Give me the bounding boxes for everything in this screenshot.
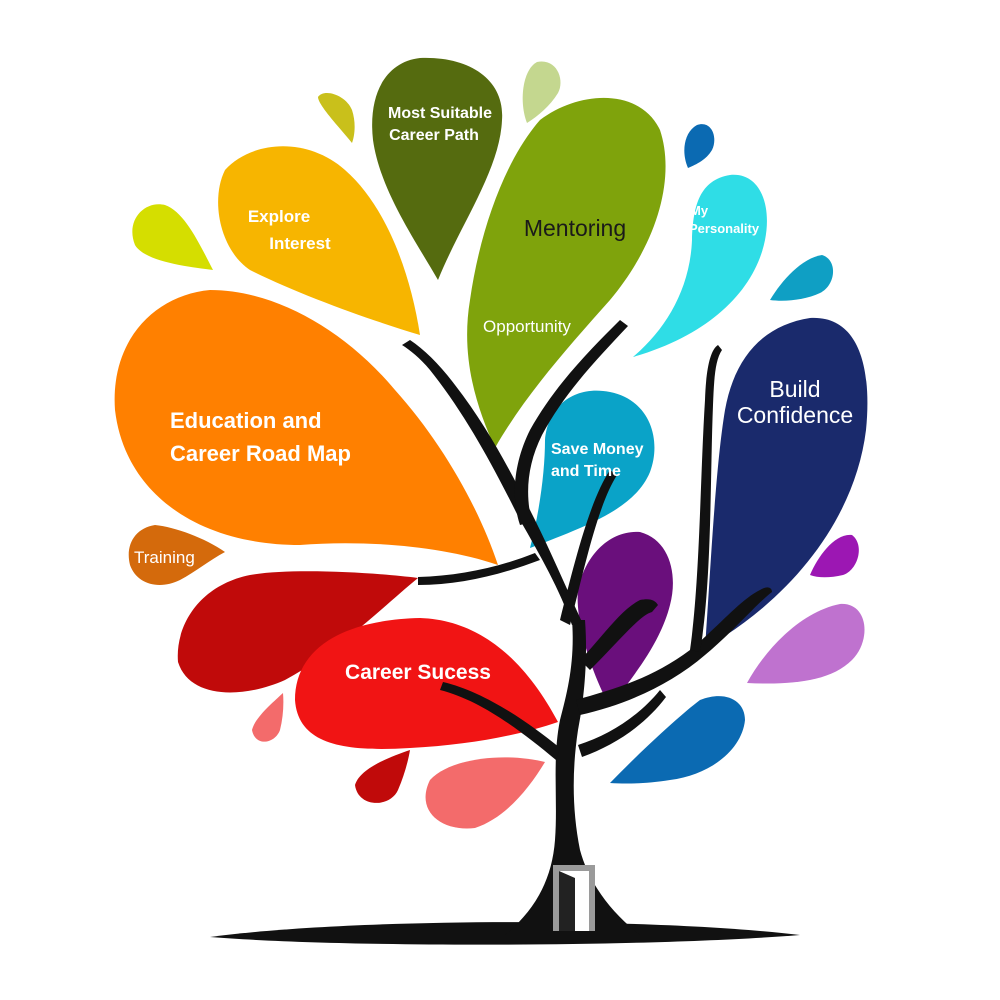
drop-olive xyxy=(318,93,355,143)
leaf-education xyxy=(114,290,498,565)
leaf-save-money xyxy=(530,390,655,548)
label-education-1: Education and xyxy=(170,408,322,433)
label-career-success: Career Sucess xyxy=(345,661,491,684)
drop-salmon-bottom xyxy=(425,757,545,829)
leaf-most-suitable xyxy=(372,57,503,281)
label-build-confidence-1: Build xyxy=(769,376,820,402)
leaf-build-confidence xyxy=(705,317,868,648)
label-opportunity: Opportunity xyxy=(483,317,571,336)
drop-violet xyxy=(810,534,859,578)
drop-teal-right xyxy=(770,255,834,301)
label-personality-1: My xyxy=(690,203,709,218)
label-most-suitable-2: Career Path xyxy=(389,127,479,144)
label-save-money-1: Save Money xyxy=(551,441,644,458)
drop-sage xyxy=(522,61,561,123)
leaf-mentoring xyxy=(467,97,666,448)
leaf-blue-bottom xyxy=(610,696,745,784)
label-explore-2: Interest xyxy=(269,234,331,253)
door-icon xyxy=(553,865,595,931)
drop-lilac xyxy=(747,603,865,684)
label-mentoring: Mentoring xyxy=(524,215,626,241)
label-save-money-2: and Time xyxy=(551,463,621,480)
drop-blue-top xyxy=(684,124,715,168)
leaf-dark-red xyxy=(177,571,418,693)
drop-lime xyxy=(132,204,213,270)
ground-shadow xyxy=(210,922,800,945)
label-explore-1: Explore xyxy=(248,207,310,226)
label-personality-2: Personality xyxy=(689,221,760,236)
drop-salmon-left xyxy=(252,693,284,742)
leaf-career-success xyxy=(295,618,558,749)
label-most-suitable-1: Most Suitable xyxy=(388,105,492,122)
leaf-personality xyxy=(633,174,767,357)
label-build-confidence-2: Confidence xyxy=(737,402,853,428)
leaf-explore xyxy=(218,146,420,335)
label-education-2: Career Road Map xyxy=(170,441,351,466)
tree-trunk xyxy=(402,320,772,935)
drop-darkred-bottom xyxy=(355,750,410,803)
label-training: Training xyxy=(134,548,195,567)
leaf-training xyxy=(128,525,225,585)
